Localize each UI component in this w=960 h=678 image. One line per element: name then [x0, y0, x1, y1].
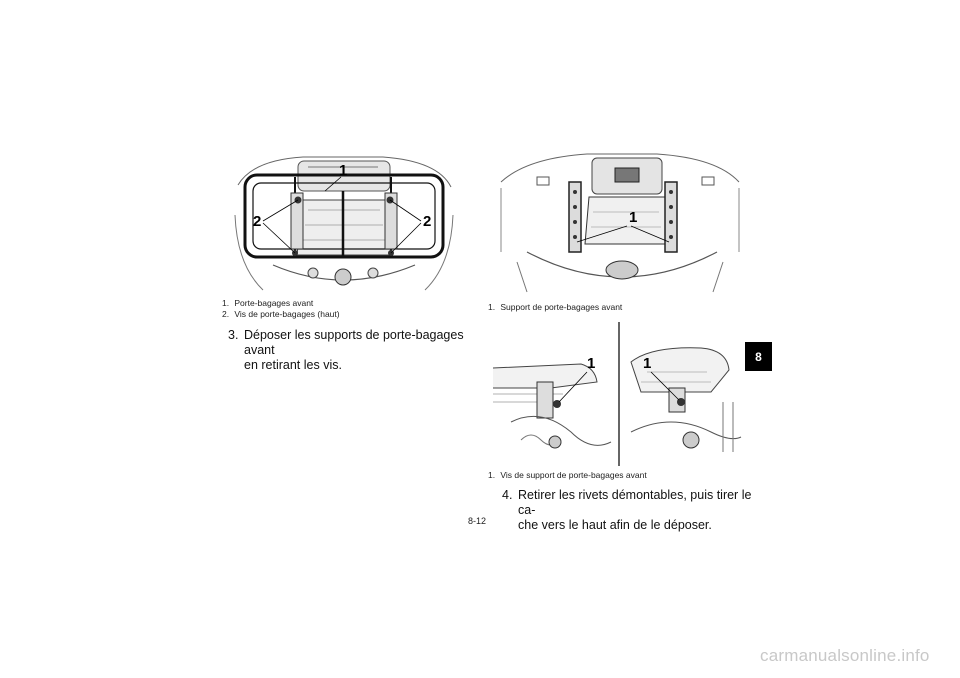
step-number: 3. — [228, 328, 239, 342]
page-number: 8-12 — [468, 516, 487, 526]
figure3-caption: 1. Vis de support de porte-bagages avant — [488, 470, 647, 481]
bracket-screws-illustration: 1 1 — [492, 322, 742, 466]
figure2-caption: 1. Support de porte-bagages avant — [488, 302, 622, 313]
callout-2-right: 2 — [423, 213, 431, 230]
watermark: carmanualsonline.info — [760, 646, 930, 665]
caption-line: 1. Porte-bagages avant — [222, 298, 314, 308]
step-4: 4. Retirer les rivets démontables, puis … — [502, 488, 752, 532]
figure-front-rack: 1 2 2 — [233, 155, 455, 297]
chapter-tab: 8 — [745, 342, 772, 371]
rack-bracket-illustration: 1 — [500, 153, 740, 293]
caption-line: 1. Support de porte-bagages avant — [488, 302, 623, 312]
callout-1: 1 — [629, 209, 637, 226]
figure-rack-bracket: 1 — [497, 152, 743, 298]
step-text: Retirer les rivets démontables, puis tir… — [518, 488, 752, 532]
step-3: 3. Déposer les supports de porte-bagages… — [228, 328, 478, 372]
callout-1-left: 1 — [587, 355, 595, 372]
figure1-caption: 1. Porte-bagages avant 2. Vis de porte-b… — [222, 298, 340, 320]
callout-1-right: 1 — [643, 355, 651, 372]
caption-line: 1. Vis de support de porte-bagages avant — [488, 470, 647, 480]
front-rack-illustration: 1 2 2 — [234, 156, 454, 291]
figure-bracket-screws: 1 1 — [491, 322, 743, 466]
callout-1: 1 — [339, 162, 347, 179]
callout-2-left: 2 — [253, 213, 261, 230]
step-number: 4. — [502, 488, 513, 502]
step-text: Déposer les supports de porte-bagages av… — [244, 328, 464, 372]
caption-line: 2. Vis de porte-bagages (haut) — [222, 309, 340, 319]
